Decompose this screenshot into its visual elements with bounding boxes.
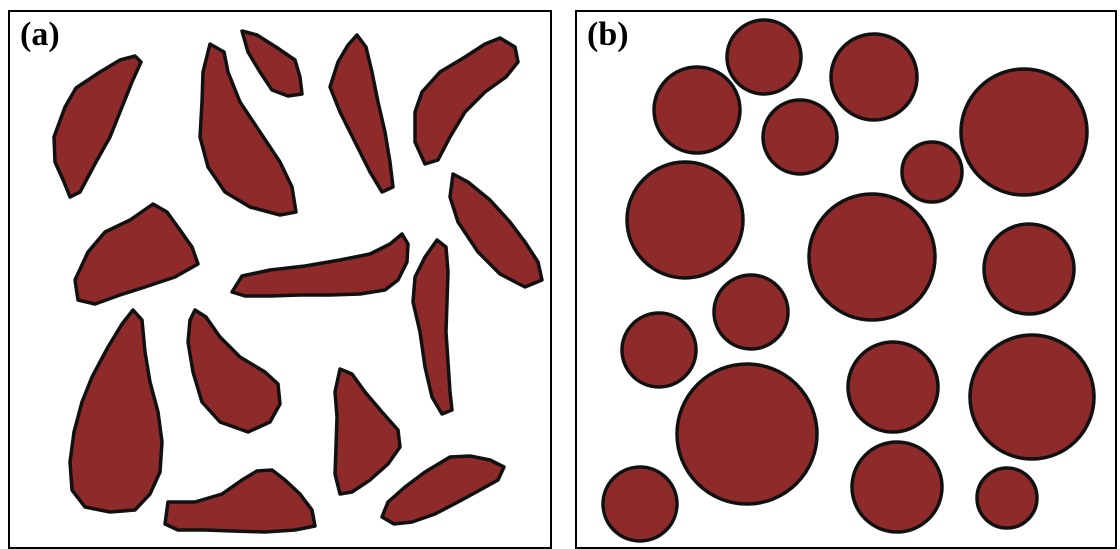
irregular-particle: [242, 31, 302, 96]
irregular-particle: [70, 310, 162, 512]
panel-label-a: (a): [20, 16, 60, 54]
spherical-particle: [627, 162, 743, 278]
irregular-particle: [415, 38, 518, 164]
panel-irregular-particles: (a): [8, 10, 552, 549]
spherical-particle: [714, 275, 788, 349]
spherical-particle: [831, 34, 917, 120]
spherical-particle: [977, 468, 1037, 528]
spherical-particle: [622, 313, 696, 387]
spherical-particle: [677, 364, 817, 504]
irregular-particle: [54, 56, 141, 197]
irregular-particle: [188, 310, 280, 432]
irregular-particle: [382, 456, 504, 524]
spherical-particle: [654, 67, 740, 153]
irregular-particle: [330, 35, 393, 192]
spherical-particles-canvas: [577, 12, 1115, 547]
spherical-particle: [727, 20, 801, 94]
spherical-particle: [902, 142, 962, 202]
spherical-particle: [603, 467, 677, 541]
spherical-particle: [961, 69, 1087, 195]
irregular-particle: [413, 240, 452, 414]
spherical-particle: [848, 342, 938, 432]
irregular-particle: [450, 174, 542, 287]
irregular-particle: [75, 204, 198, 304]
panel-label-b: (b): [587, 16, 629, 54]
spherical-particle: [809, 194, 935, 320]
spherical-particle: [984, 224, 1074, 314]
irregular-particles-canvas: [10, 12, 550, 547]
spherical-particle: [852, 442, 942, 532]
panel-spherical-particles: (b): [575, 10, 1117, 549]
irregular-particle: [165, 470, 315, 532]
irregular-particle: [232, 234, 408, 296]
spherical-particle: [970, 335, 1094, 459]
spherical-particle: [763, 100, 837, 174]
irregular-particle: [335, 369, 400, 494]
